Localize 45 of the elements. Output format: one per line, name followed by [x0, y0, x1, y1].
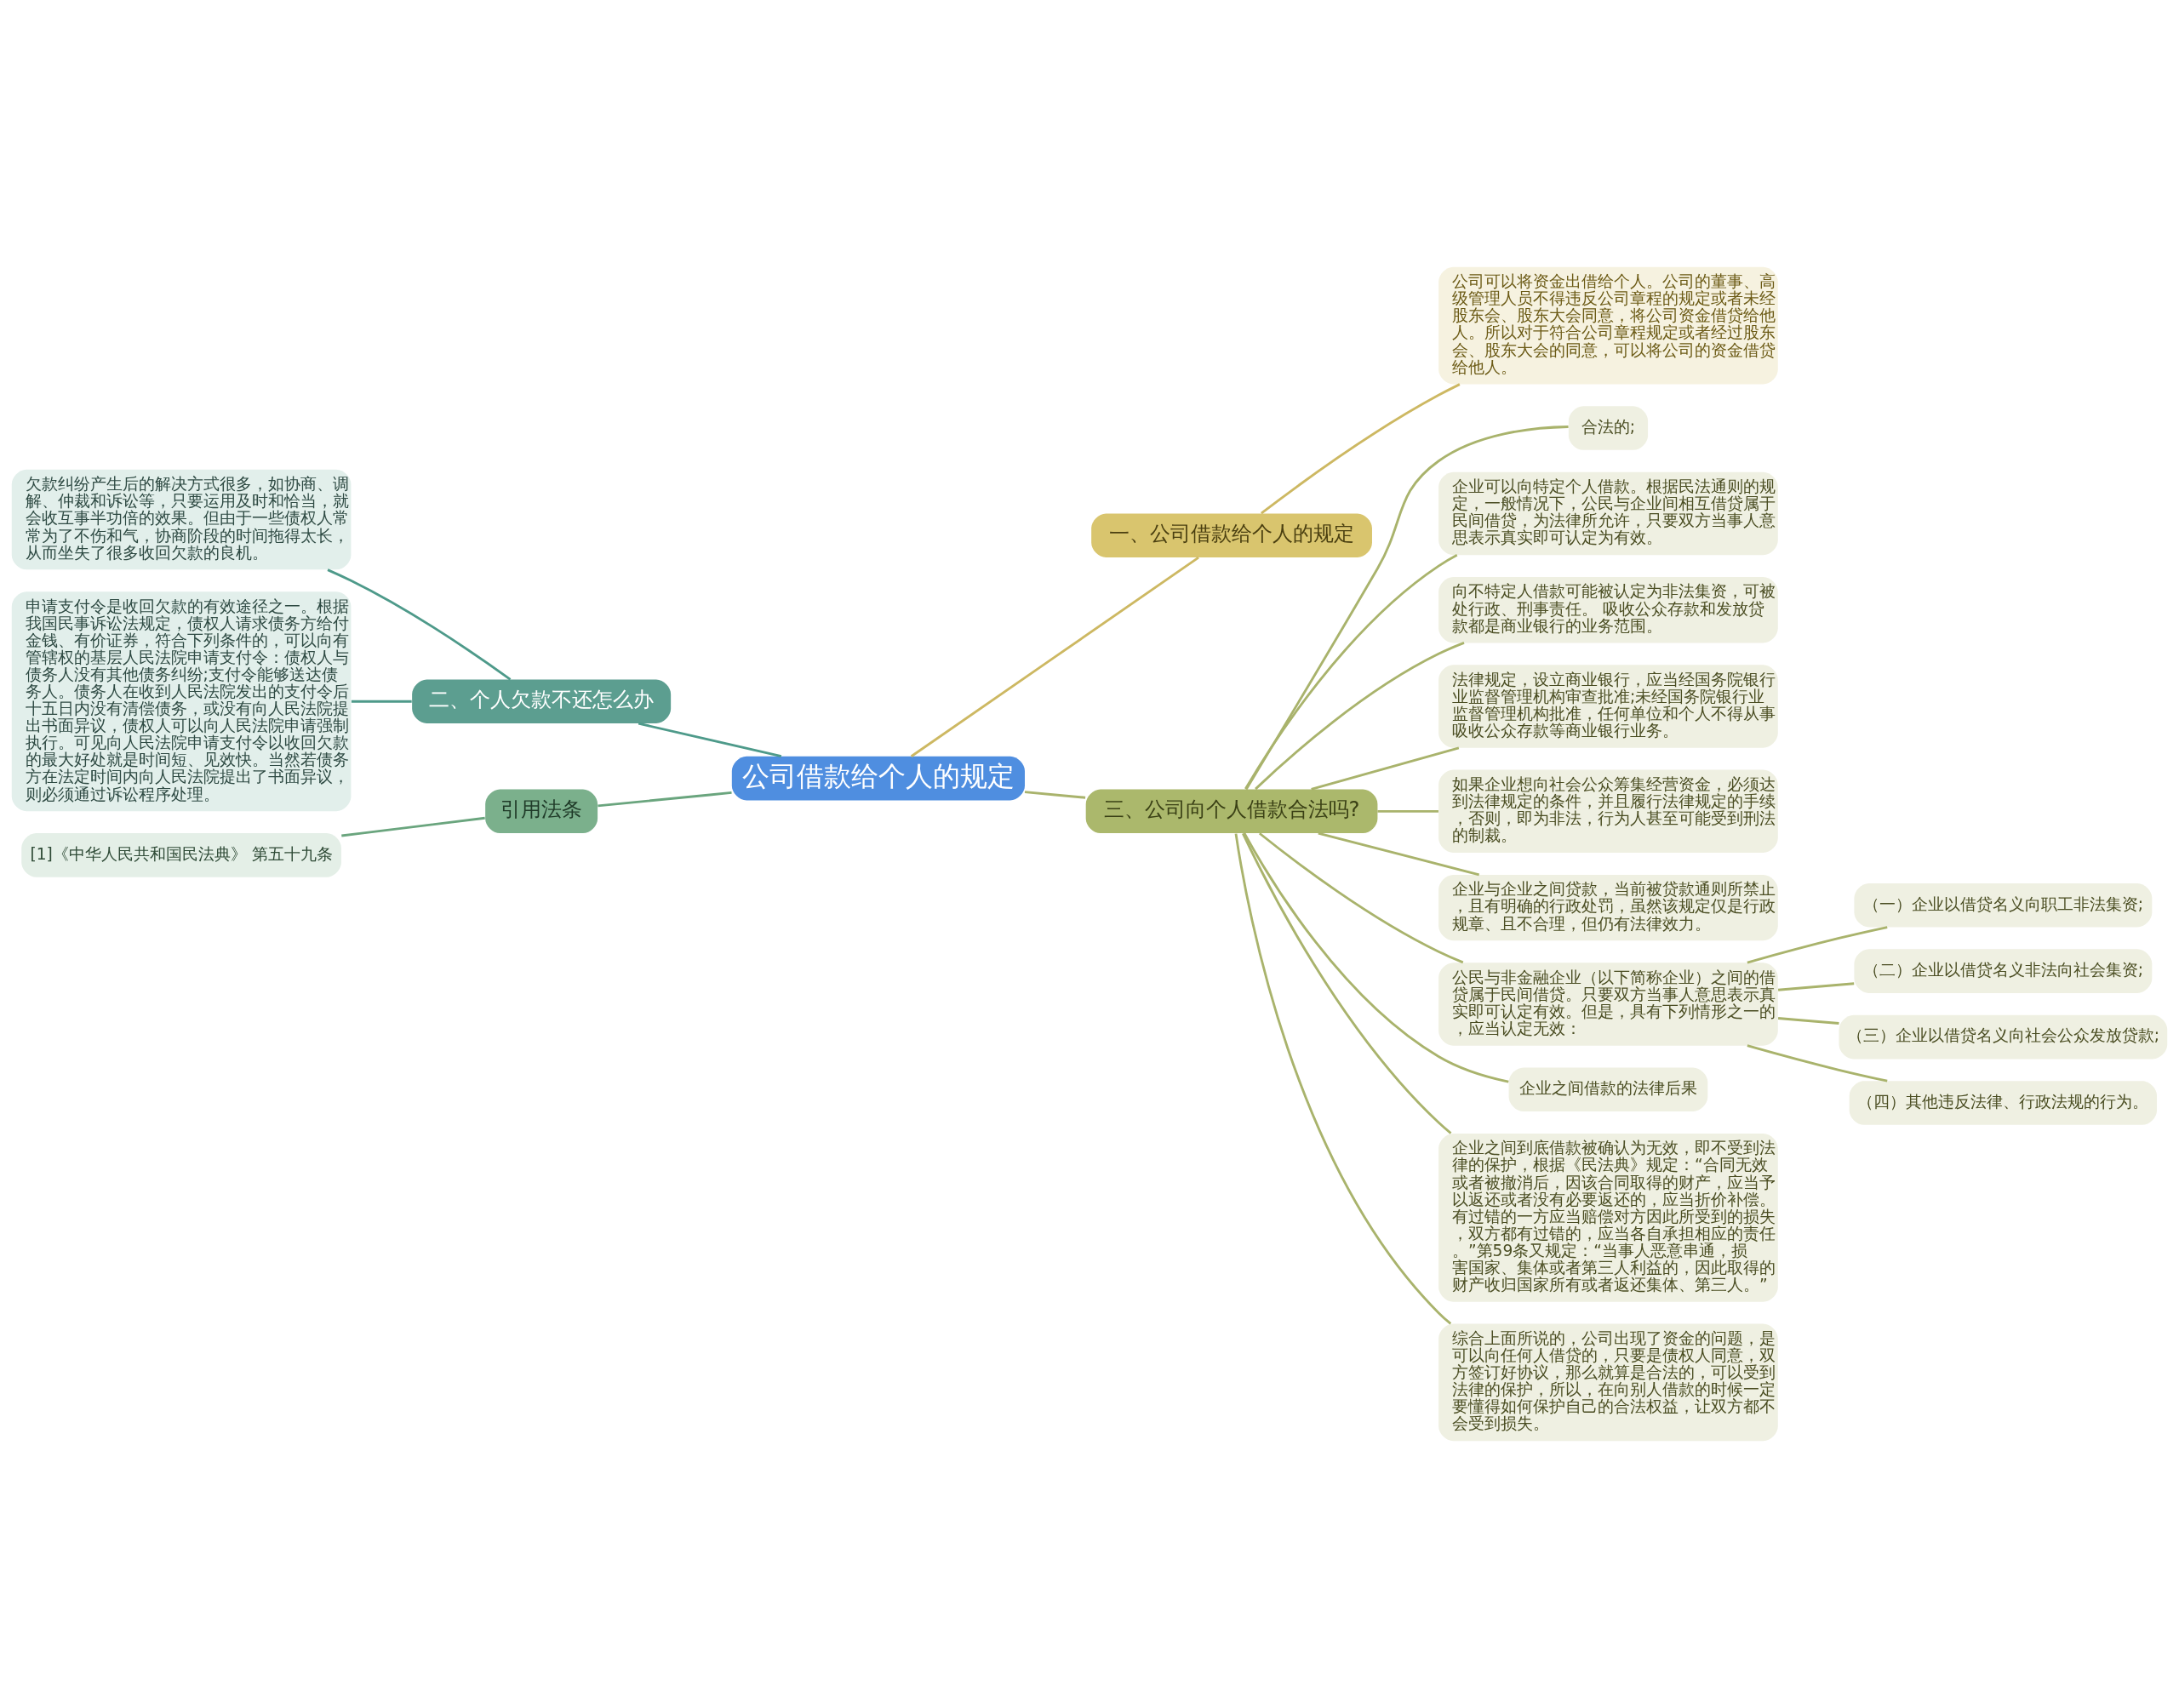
node-box: 企业与企业之间贷款，当前被贷款通则所禁止，且有明确的行政处罚，虽然该规定仅是行政规章、且不合理，但仍有法律效力。	[1438, 874, 1778, 941]
node-box: 企业可以向特定个人借款。根据民法通则的规定，一般情况下，公民与企业间相互借贷属于民间借贷，为法律所允许，只要双方当事人意思表示真实即可认定为有效。	[1438, 471, 1778, 556]
connector	[1244, 426, 1569, 791]
node-box: 综合上面所说的，公司出现了资金的问题，是可以向任何人借贷的，只要是债权人同意，双方签订好协议，那么就算是合法的，可以受到法律的保护，所以，在向别人借款的时候一定要懂得如何保护自己的合法权益，让双方都不会受到损失。	[1438, 1323, 1778, 1442]
connector	[598, 791, 732, 808]
node-box: 一、公司借款给个人的规定	[1091, 513, 1372, 558]
node-box: 欠款纠纷产生后的解决方式很多，如协商、调解、仲裁和诉讼等，只要运用及时和恰当，就会收互事半功倍的效果。但由于一些债权人常常为了不伤和气，协商阶段的时间拖得太长，从而坐失了很多收回欠款的良机。	[11, 469, 352, 570]
node-box: 申请支付令是收回欠款的有效途径之一。根据我国民事诉讼法规定，债权人请求债务方给付金钱、有价证券，符合下列条件的，可以向有管辖权的基层人民法院申请支付令：债权人与债务人没有其他债务纠纷;支付令能够送达债务人。债务人在收到人民法院发出的支付令后十五日内没有清偿债务，或没有向人民法院提出书面异议，债权人可以向人民法院申请强制执行。可见向人民法院申请支付令以收回欠款的最大好处就是时间短、见效快。当然若债务方在法定时间内向人民法院提出了书面异议，则必须通过诉讼程序处理。	[11, 591, 352, 812]
node-box: 法律规定，设立商业银行，应当经国务院银行业监督管理机构审查批准;未经国务院银行业监督管理机构批准，任何单位和个人不得从事吸收公众存款等商业银行业务。	[1438, 665, 1778, 748]
node-box: 公民与非金融企业（以下简称企业）之间的借贷属于民间借贷。只要双方当事人意思表示真实即可认定有效。但是，具有下列情形之一的，应当认定无效：	[1438, 963, 1778, 1046]
node-box: [1]《中华人民共和国民法典》 第五十九条	[21, 833, 341, 877]
connector	[1258, 832, 1464, 964]
connector	[1244, 554, 1458, 790]
connector	[1255, 642, 1465, 791]
connector	[1242, 832, 1452, 1134]
node-box: 引用法条	[485, 789, 598, 834]
node-box: 企业之间到底借款被确认为无效，即不受到法律的保护，根据《民法典》规定：“合同无效或者被撤消后，因该合同取得的财产，应当予以返还或者没有必要返还的，应当折价补偿。有过错的一方应当赔偿对方因此所受到的损失，双方都有过错的，应当各自承担相应的责任。”第59条又规定：“当事人恶意串通，损害国家、集体或者第三人利益的，因此取得的财产收归国家所有或者返还集体、第三人。”	[1438, 1133, 1778, 1302]
connector	[1024, 791, 1086, 799]
connector	[341, 816, 485, 837]
node-box: 合法的;	[1568, 406, 1649, 450]
connector	[1377, 809, 1438, 813]
connector	[1261, 383, 1461, 515]
connector	[1311, 746, 1460, 791]
node-box: 企业之间借款的法律后果	[1508, 1067, 1708, 1112]
node-box: 三、公司向个人借款合法吗?	[1085, 789, 1378, 834]
node-box: 二、个人欠款不还怎么办	[412, 679, 672, 724]
connector	[1747, 926, 1888, 964]
connector	[1318, 831, 1480, 877]
connector	[327, 568, 512, 681]
connector	[1234, 833, 1452, 1325]
connector	[638, 722, 782, 758]
connector	[1777, 1017, 1839, 1025]
node-box: 公司可以将资金出借给个人。公司的董事、高级管理人员不得违反公司章程的规定或者未经股东会、股东大会同意，将公司资金借贷给他人。所以对于符合公司章程规定或者经过股东会、股东大会的同意，可以将公司的资金借贷给他人。	[1438, 266, 1778, 385]
node-box: 向不特定人借款可能被认定为非法集资，可被处行政、刑事责任。 吸收公众存款和发放贷款都是商业银行的业务范围。	[1438, 577, 1778, 643]
node-box: （一）企业以借贷名义向职工非法集资;	[1854, 883, 2153, 928]
node-box: 公司借款给个人的规定	[731, 756, 1025, 801]
node-box: （四）其他违反法律、行政法规的行为。	[1849, 1081, 2158, 1125]
connector	[1243, 832, 1509, 1083]
node-box: （二）企业以借贷名义非法向社会集资;	[1854, 949, 2153, 993]
node-box: 如果企业想向社会公众筹集经营资金，必须达到法律规定的条件，并且履行法律规定的手续，否则，即为非法，行为人甚至可能受到刑法的制裁。	[1438, 769, 1778, 854]
connector	[910, 557, 1199, 757]
connector	[1777, 982, 1855, 991]
connector	[351, 700, 412, 703]
node-box: （三）企业以借贷名义向社会公众发放贷款;	[1839, 1014, 2168, 1060]
connector	[1747, 1044, 1888, 1082]
